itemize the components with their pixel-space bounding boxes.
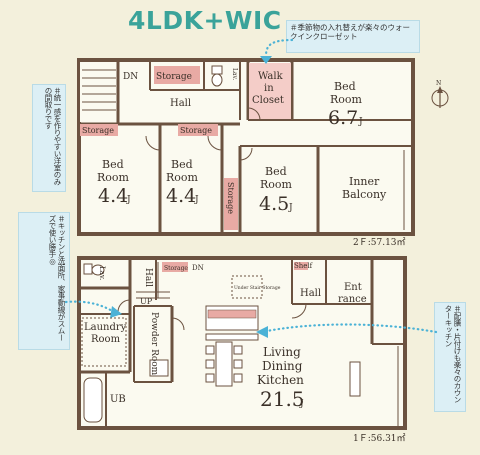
counter-arrow <box>260 323 438 334</box>
wic-arrow <box>264 38 294 58</box>
storage-vertical-label: Storage <box>226 182 235 214</box>
ldk-label-3: Kitchen <box>257 373 304 387</box>
callout-arrows <box>64 38 438 334</box>
floor1-door-swings <box>117 299 307 331</box>
ldk-size: 21.5 <box>260 387 305 411</box>
bed4-size: 4.5 <box>259 193 289 215</box>
wic-fill <box>249 63 291 119</box>
bed3-unit: J <box>194 195 199 205</box>
ldk-label-1: Living <box>263 345 301 359</box>
floor2-plan <box>77 58 415 236</box>
laundry-label-2: Room <box>91 334 121 345</box>
bed3-label-1: Bed <box>171 158 193 171</box>
toilet-2f <box>211 65 223 87</box>
tv-stand <box>349 361 361 397</box>
storage-mid-label: Storage <box>180 126 212 135</box>
laundry-arrow <box>64 300 116 314</box>
bed4-unit: J <box>288 203 293 213</box>
kitchen-counter-top <box>207 309 257 319</box>
entrance-label-2: rance <box>338 294 367 305</box>
storage-small-label: Storage <box>164 265 188 272</box>
bed4-label-2: Room <box>260 178 293 191</box>
storage-left-fill <box>80 124 118 136</box>
hall-vertical-label: Hall <box>143 268 153 287</box>
toilet-1f <box>83 263 105 276</box>
western-room-note: ＃統一感を作りやすい洋室のみの間取りです <box>32 84 66 192</box>
bed2-size: 4.4 <box>98 185 128 207</box>
plan-title: 4LDK+WIC <box>128 6 282 35</box>
dining-chairs <box>205 345 243 383</box>
wic-label-1: Walk <box>258 71 284 82</box>
storage-top-fill <box>154 66 200 84</box>
entrance-label-1: Ent <box>344 282 362 293</box>
wic-label-2: in <box>264 83 274 94</box>
bed2-unit: J <box>126 195 131 205</box>
powder-sink <box>149 359 169 377</box>
up-label: UP <box>140 297 153 306</box>
shelf-fill <box>294 262 308 270</box>
floor2-stair-lines <box>82 69 116 111</box>
laundry-label-1: Laundry <box>84 322 127 333</box>
wic-note: ＃季節物の入れ替えが楽々のウォークインクローゼット <box>286 20 420 53</box>
bed1-size: 6.7 <box>328 107 358 129</box>
storage-left-label: Storage <box>82 126 114 135</box>
bed1-label-2: Room <box>330 93 363 106</box>
kitchen-bar <box>205 333 259 341</box>
bed1-unit: J <box>358 117 363 127</box>
under-stair-box <box>231 275 263 299</box>
bed2-label-2: Room <box>97 171 130 184</box>
compass-n-label: N <box>436 80 441 87</box>
floor2-area-label: 2Ｆ:57.13㎡ <box>353 238 406 248</box>
storage-top-label: Storage <box>156 72 192 82</box>
storage-small-fill <box>162 262 188 272</box>
hall-label-1f: Hall <box>300 288 321 299</box>
floor1-stair-lines <box>136 262 170 299</box>
inner-balcony-label-2: Balcony <box>342 188 387 201</box>
floor2-stair-area <box>80 62 118 122</box>
bed2-label-1: Bed <box>102 158 124 171</box>
floor1-area-label: 1Ｆ:56.31㎡ <box>353 434 406 444</box>
ldk-label-2: Dining <box>262 359 303 373</box>
ub-label: UB <box>110 394 126 405</box>
shelf-label: Shelf <box>294 262 314 270</box>
bathtub <box>83 377 103 423</box>
lav-label-2f: Lav. <box>231 68 238 80</box>
bed3-label-2: Room <box>166 171 199 184</box>
ldk-unit: J <box>299 399 304 409</box>
storage-vertical-fill <box>224 178 238 230</box>
dn-label-1f: DN <box>192 264 204 272</box>
compass-arrow-icon <box>437 86 443 93</box>
compass: N <box>431 80 449 108</box>
inner-balcony-label-1: Inner <box>349 175 380 188</box>
storage-mid-fill <box>178 124 218 136</box>
floor2-door-swings <box>145 107 261 161</box>
bed1-label-1: Bed <box>334 80 356 93</box>
lav-label-1f: Lav. <box>98 266 106 280</box>
dining-table <box>215 341 233 387</box>
kitchen-laundry-note: ＃キッチンと洗面所、家事動線がスムーズで使い勝手◎ <box>18 212 70 350</box>
arrow-heads <box>110 56 272 338</box>
wic-label-3: Closet <box>252 95 284 106</box>
bed3-size: 4.4 <box>166 185 196 207</box>
dn-label-2f: DN <box>123 72 138 82</box>
floor1-walls <box>80 260 404 426</box>
laundry-area <box>81 317 127 367</box>
hall-label-2f: Hall <box>170 98 191 109</box>
powder-room-label: Powder Room <box>149 312 159 376</box>
under-stair-label: Under Stair Storage <box>234 285 281 291</box>
counter-kitchen-note: ＃配膳・片付けも楽々のカウンターキッチン <box>434 302 466 412</box>
floor1-plan <box>77 256 407 430</box>
bed4-label-1: Bed <box>265 165 287 178</box>
